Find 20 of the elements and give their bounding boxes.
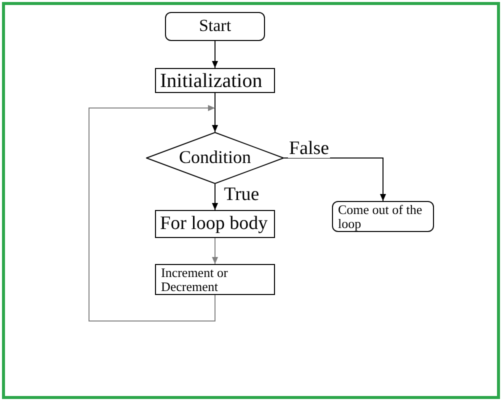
arrow <box>212 238 218 264</box>
arrow <box>212 108 218 132</box>
arrow <box>284 158 386 202</box>
arrow <box>212 40 218 68</box>
node-label: Start <box>198 17 232 36</box>
terminator-box <box>332 201 434 232</box>
node-label: Initialization <box>160 70 262 92</box>
connector-line <box>214 92 216 108</box>
terminator-box <box>165 12 265 41</box>
arrow <box>88 104 216 322</box>
decision-diamond <box>146 132 284 184</box>
process-box <box>155 68 275 93</box>
process-box <box>155 210 275 238</box>
node-label: Condition <box>178 148 251 168</box>
process-box <box>155 264 275 295</box>
node-label: For loop body <box>160 214 268 234</box>
edge-label: False <box>288 139 330 158</box>
arrow <box>212 184 218 210</box>
node-label: Increment or Decrement <box>161 266 229 295</box>
node-label: Come out of the loop <box>338 203 424 232</box>
